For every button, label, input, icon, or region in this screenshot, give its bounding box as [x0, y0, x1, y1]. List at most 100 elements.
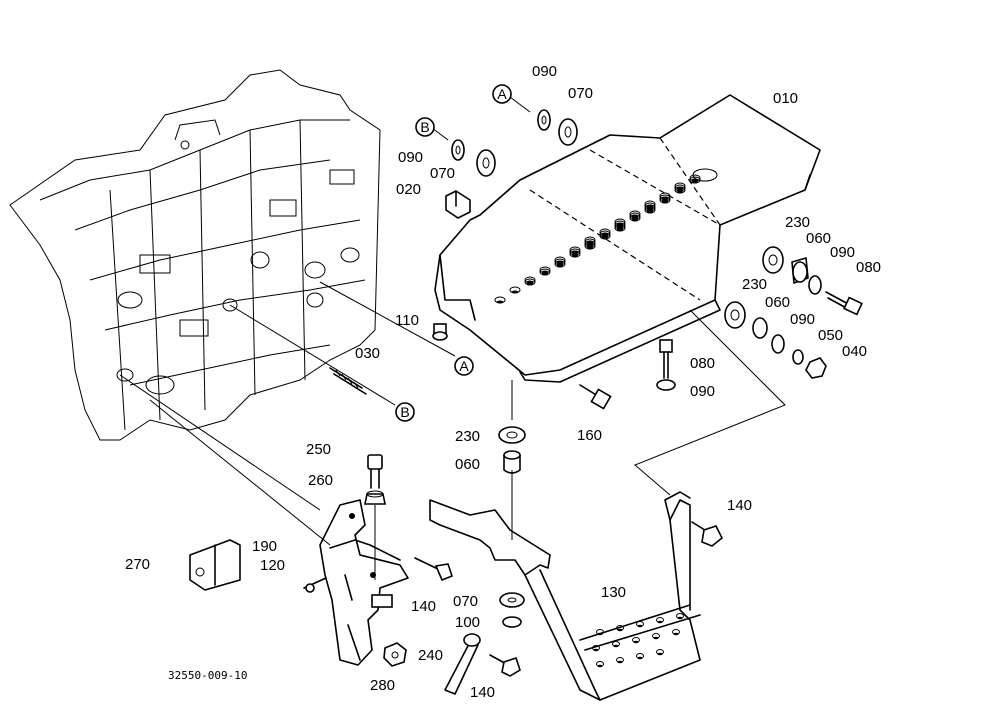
- lock-washer-050: [792, 349, 804, 365]
- step-hole-shadow: [633, 640, 639, 644]
- label-140-mid: 140: [411, 598, 436, 615]
- bushing-230-c: [498, 426, 526, 444]
- label-090-top-a: 090: [532, 63, 557, 80]
- spacer-060-b: [752, 317, 768, 339]
- plate-hole-shadow: [526, 280, 534, 284]
- label-280: 280: [370, 677, 395, 694]
- label-070-top-b: 070: [430, 165, 455, 182]
- label-060-c: 060: [455, 456, 480, 473]
- bushing-230-b: [724, 301, 746, 329]
- label-100: 100: [455, 614, 480, 631]
- label-090-e: 090: [690, 383, 715, 400]
- svg-text:B: B: [400, 404, 409, 420]
- bolt-080-a: [825, 291, 863, 316]
- leader-a-low: [319, 281, 456, 357]
- lever-240: [444, 633, 481, 695]
- spacer-060-a: [791, 257, 809, 284]
- washer-090-c: [808, 275, 822, 295]
- bolt-160: [579, 384, 612, 410]
- leader-housing-clamp: [149, 399, 331, 546]
- spacer-060-c: [503, 450, 521, 474]
- svg-text:A: A: [497, 86, 507, 102]
- label-070-c: 070: [453, 593, 478, 610]
- label-060-a: 060: [806, 230, 831, 247]
- washer-100: [502, 616, 522, 628]
- label-090-top-b: 090: [398, 149, 423, 166]
- bolt-140-right: [691, 521, 724, 547]
- label-020: 020: [396, 181, 421, 198]
- step-hole-shadow: [637, 656, 643, 660]
- clip-020: [445, 190, 471, 219]
- washer-090-d: [771, 334, 785, 354]
- label-070-top-a: 070: [568, 85, 593, 102]
- bolt-140-mid: [414, 557, 453, 582]
- bolt-080-b: [656, 339, 676, 391]
- clamp-270: [189, 539, 241, 591]
- leader-b-top: [431, 127, 449, 141]
- ref-circle-a-top: A: [492, 84, 512, 104]
- plate-hole-shadow: [556, 260, 564, 264]
- label-140-right: 140: [727, 497, 752, 514]
- step-hole-shadow: [617, 628, 623, 632]
- label-190: 190: [252, 538, 277, 555]
- plate-hole-shadow: [646, 204, 654, 208]
- step-hole-shadow: [657, 652, 663, 656]
- label-040: 040: [842, 343, 867, 360]
- label-160: 160: [577, 427, 602, 444]
- drawing-code: 32550-009-10: [168, 669, 247, 682]
- step-hole-shadow: [597, 632, 603, 636]
- plate-hole-shadow: [676, 186, 684, 190]
- label-010: 010: [773, 90, 798, 107]
- step-bracket-130: [429, 491, 701, 701]
- plate-hole-shadow: [571, 250, 579, 254]
- bolt-110: [432, 323, 448, 341]
- leader-130-plate: [634, 309, 786, 496]
- plate-hole-shadow: [691, 178, 699, 182]
- label-120: 120: [260, 557, 285, 574]
- label-060-b: 060: [765, 294, 790, 311]
- bolt-140-low: [489, 654, 521, 677]
- washer-090-a: [537, 109, 551, 131]
- plate-hole-shadow: [601, 232, 609, 236]
- leader-b-low: [229, 304, 396, 406]
- transmission-housing: [9, 69, 381, 441]
- ref-circle-a-low: A: [454, 356, 474, 376]
- label-240: 240: [418, 647, 443, 664]
- step-hole-shadow: [617, 660, 623, 664]
- label-140-low: 140: [470, 684, 495, 701]
- plate-hole-shadow: [661, 196, 669, 200]
- label-110: 110: [395, 312, 419, 329]
- label-270: 270: [125, 556, 150, 573]
- svg-text:B: B: [420, 119, 429, 135]
- leader-a-top: [509, 96, 531, 113]
- label-080-b: 080: [690, 355, 715, 372]
- step-hole-shadow: [673, 632, 679, 636]
- step-hole-shadow: [613, 644, 619, 648]
- nut-280: [383, 642, 407, 667]
- label-230-a: 230: [785, 214, 810, 231]
- plate-hole-shadow: [586, 240, 594, 244]
- collar-070-c: [499, 592, 525, 608]
- label-260: 260: [308, 472, 333, 489]
- plate-hole-shadow: [616, 222, 624, 226]
- floor-plate-holes: [494, 174, 701, 304]
- label-080-a: 080: [856, 259, 881, 276]
- plate-hole-shadow: [631, 214, 639, 218]
- step-hole-shadow: [657, 620, 663, 624]
- collar-070-b: [476, 149, 496, 177]
- label-130: 130: [601, 584, 626, 601]
- bolt-250: [367, 454, 383, 489]
- step-hole-shadow: [593, 648, 599, 652]
- label-230-b: 230: [742, 276, 767, 293]
- bolt-120: [303, 577, 327, 593]
- washer-090-b: [451, 139, 465, 161]
- step-holes: [592, 613, 684, 668]
- label-090-d: 090: [790, 311, 815, 328]
- svg-text:A: A: [459, 358, 469, 374]
- stud-030: [329, 367, 367, 395]
- bracket-190: [319, 499, 409, 666]
- collar-070-a: [558, 118, 578, 146]
- plate-hole-shadow: [541, 270, 549, 274]
- ref-circle-b-top: B: [415, 117, 435, 137]
- bushing-230-a: [762, 246, 784, 274]
